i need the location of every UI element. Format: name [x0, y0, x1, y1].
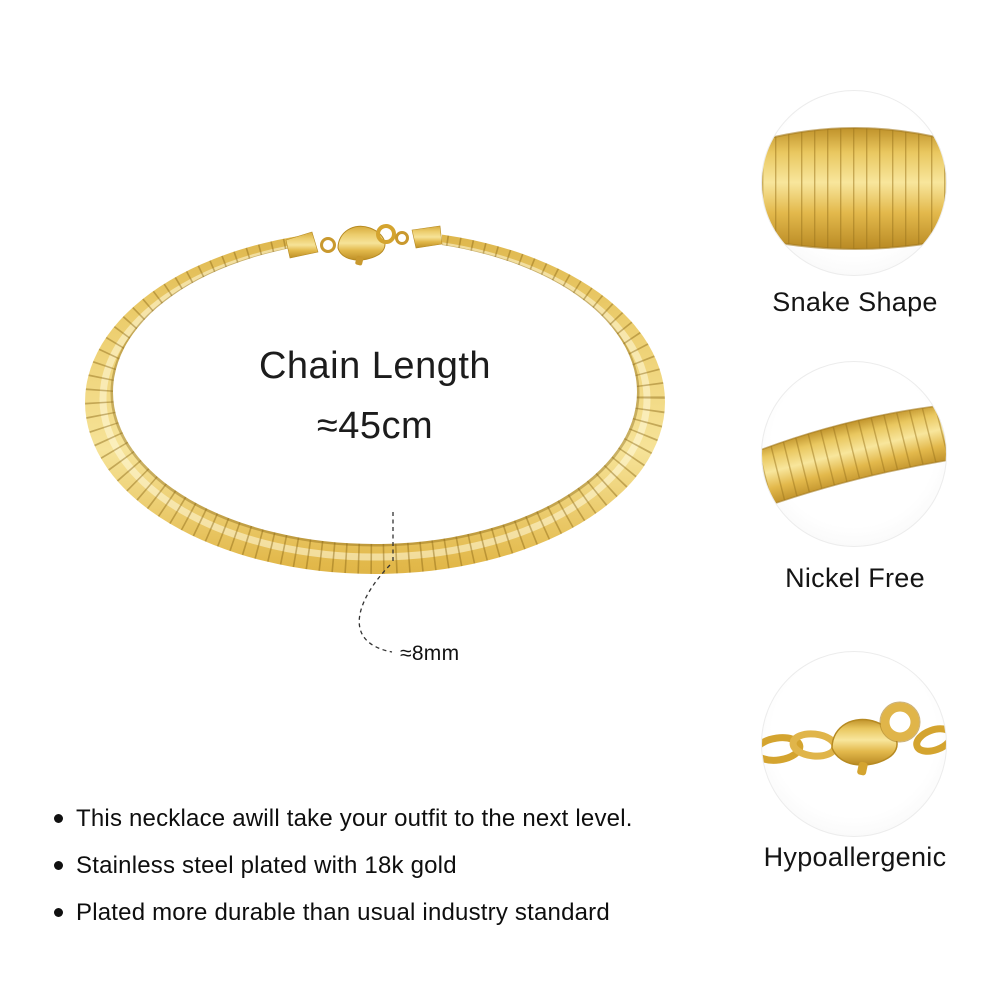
- feature-text-2: Stainless steel plated with 18k gold: [76, 852, 457, 879]
- chain-length-label: Chain Length: [258, 345, 492, 387]
- bullet-icon: [54, 908, 63, 917]
- chain-length-caption: Chain Length ≈45cm: [175, 336, 575, 456]
- lobster-clasp: [285, 224, 443, 266]
- measurement-dashes: [358, 512, 394, 653]
- necklace-image: [40, 190, 720, 710]
- nickel-free-closeup: [762, 401, 946, 517]
- callout-circle-nickel-free: [761, 361, 947, 547]
- clasp-closeup: [762, 701, 946, 776]
- callout-label-nickel-free: Nickel Free: [785, 563, 925, 593]
- feature-text-3: Plated more durable than usual industry …: [76, 899, 610, 926]
- callout-label-snake-shape: Snake Shape: [772, 287, 938, 317]
- snake-shape-closeup: [762, 127, 946, 250]
- bullet-icon: [54, 861, 63, 870]
- callout-circle-snake-shape: [761, 90, 947, 276]
- chain-length-value: ≈45cm: [316, 405, 434, 447]
- bullet-icon: [54, 814, 63, 823]
- callout-label-hypoallergenic: Hypoallergenic: [763, 842, 947, 872]
- callout-circle-hypoallergenic: [761, 651, 947, 837]
- feature-list: This necklace awill take your outfit to …: [48, 803, 758, 944]
- feature-text-1: This necklace awill take your outfit to …: [76, 805, 633, 832]
- chain-width-label: ≈8mm: [400, 642, 460, 665]
- list-item: This necklace awill take your outfit to …: [48, 803, 758, 834]
- list-item: Plated more durable than usual industry …: [48, 897, 758, 928]
- list-item: Stainless steel plated with 18k gold: [48, 850, 758, 881]
